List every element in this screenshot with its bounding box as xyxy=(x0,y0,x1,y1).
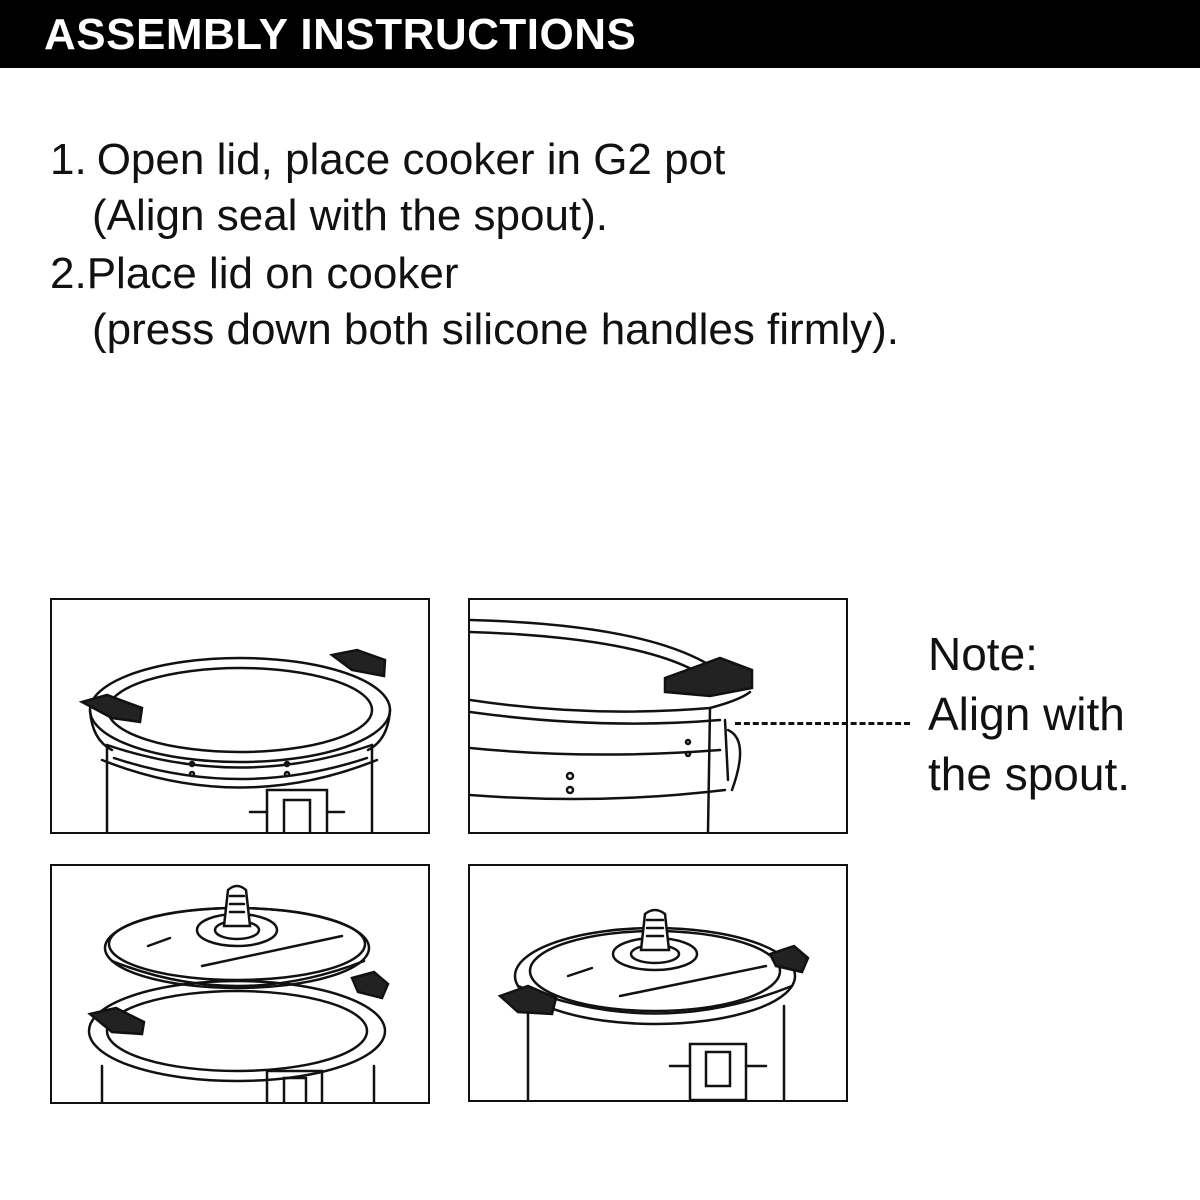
header-bar: ASSEMBLY INSTRUCTIONS xyxy=(0,0,1200,68)
step-1-detail: (Align seal with the spout). xyxy=(92,191,609,240)
step-2-text: Place lid on cooker xyxy=(86,249,459,298)
panel-lid-above-cooker xyxy=(50,864,430,1104)
step-2-detail: (press down both silicone handles firmly… xyxy=(92,305,900,354)
panel-open-cooker-in-pot xyxy=(50,598,430,834)
step-2: 2.Place lid on cooker xyxy=(50,246,458,302)
panel-lid-on-cooker xyxy=(468,864,848,1102)
note-line-1: Align with xyxy=(928,688,1125,740)
step-2-number: 2. xyxy=(50,249,87,298)
note-label: Note: xyxy=(928,628,1038,680)
step-1: 1.Open lid, place cooker in G2 pot xyxy=(50,132,725,188)
note-leader-line xyxy=(735,722,910,725)
step-1-number: 1. xyxy=(50,135,87,184)
step-1-text: Open lid, place cooker in G2 pot xyxy=(96,135,726,184)
panel-seal-aligned-with-spout xyxy=(468,598,848,834)
note-line-2: the spout. xyxy=(928,748,1131,800)
page-title: ASSEMBLY INSTRUCTIONS xyxy=(44,10,637,59)
note: Note: Align with the spout. xyxy=(928,624,1130,804)
